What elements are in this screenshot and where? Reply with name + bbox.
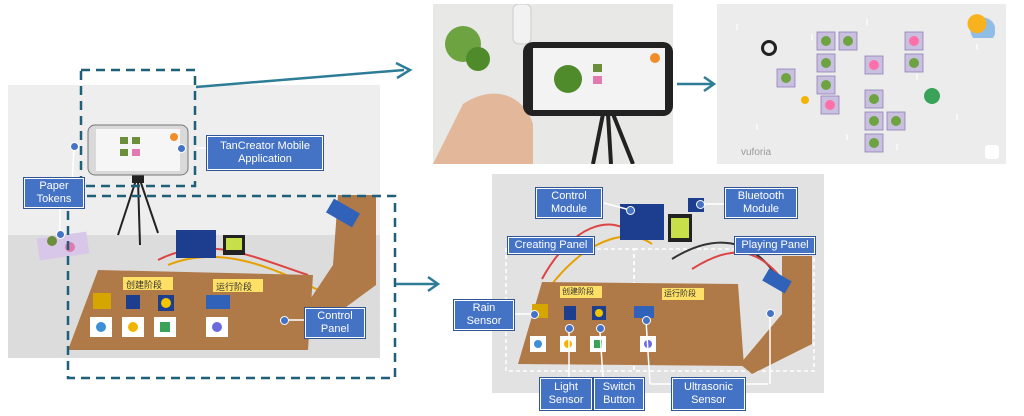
handheld-photo bbox=[433, 4, 673, 164]
dot-tokens-phone bbox=[70, 142, 79, 151]
label-switch-button: Switch Button bbox=[594, 378, 644, 410]
dot-switch-button bbox=[596, 324, 605, 333]
label-rain-sensor: Rain Sensor bbox=[454, 300, 514, 330]
board-text-creating-right: 创建阶段 bbox=[562, 287, 594, 296]
dot-control-panel bbox=[280, 316, 289, 325]
label-creating-panel: Creating Panel bbox=[508, 237, 594, 254]
dot-rain-sensor bbox=[530, 310, 539, 319]
label-bluetooth-module: Bluetooth Module bbox=[725, 188, 797, 218]
board-text-running-left: 运行阶段 bbox=[216, 283, 253, 293]
label-light-sensor: Light Sensor bbox=[540, 378, 592, 410]
label-control-panel-left: Control Panel bbox=[305, 308, 365, 338]
board-text-running-right: 运行阶段 bbox=[664, 289, 696, 298]
handheld-scene bbox=[433, 4, 673, 164]
refresh-icon[interactable]: refresh-icon bbox=[985, 145, 999, 159]
dot-bluetooth bbox=[696, 200, 705, 209]
ar-view-photo: target-icon sun-cloud-icon vuforia refre… bbox=[717, 4, 1006, 164]
module-photo: 创建阶段 运行阶段 bbox=[492, 174, 824, 393]
label-control-module: Control Module bbox=[536, 188, 602, 218]
module-scene bbox=[492, 174, 824, 393]
target-icon: target-icon bbox=[761, 40, 777, 56]
sun-cloud-icon: sun-cloud-icon bbox=[965, 12, 995, 38]
ar-scene bbox=[717, 4, 1006, 164]
ar-tree-token bbox=[924, 88, 940, 104]
dot-phone bbox=[177, 144, 186, 153]
dot-light-sensor bbox=[565, 324, 574, 333]
label-ultrasonic-sensor: Ultrasonic Sensor bbox=[672, 378, 745, 410]
label-paper-tokens: Paper Tokens bbox=[24, 178, 84, 208]
dot-tokens-pile bbox=[56, 230, 65, 239]
dot-ultrasonic-right bbox=[766, 309, 775, 318]
label-tancreator-app: TanCreator Mobile Application bbox=[207, 136, 323, 170]
board-text-creating-left: 创建阶段 bbox=[126, 281, 163, 291]
label-playing-panel: Playing Panel bbox=[735, 237, 815, 254]
dot-ultrasonic-left bbox=[642, 316, 651, 325]
vuforia-brand: vuforia bbox=[741, 147, 772, 158]
dot-control-module bbox=[626, 206, 635, 215]
